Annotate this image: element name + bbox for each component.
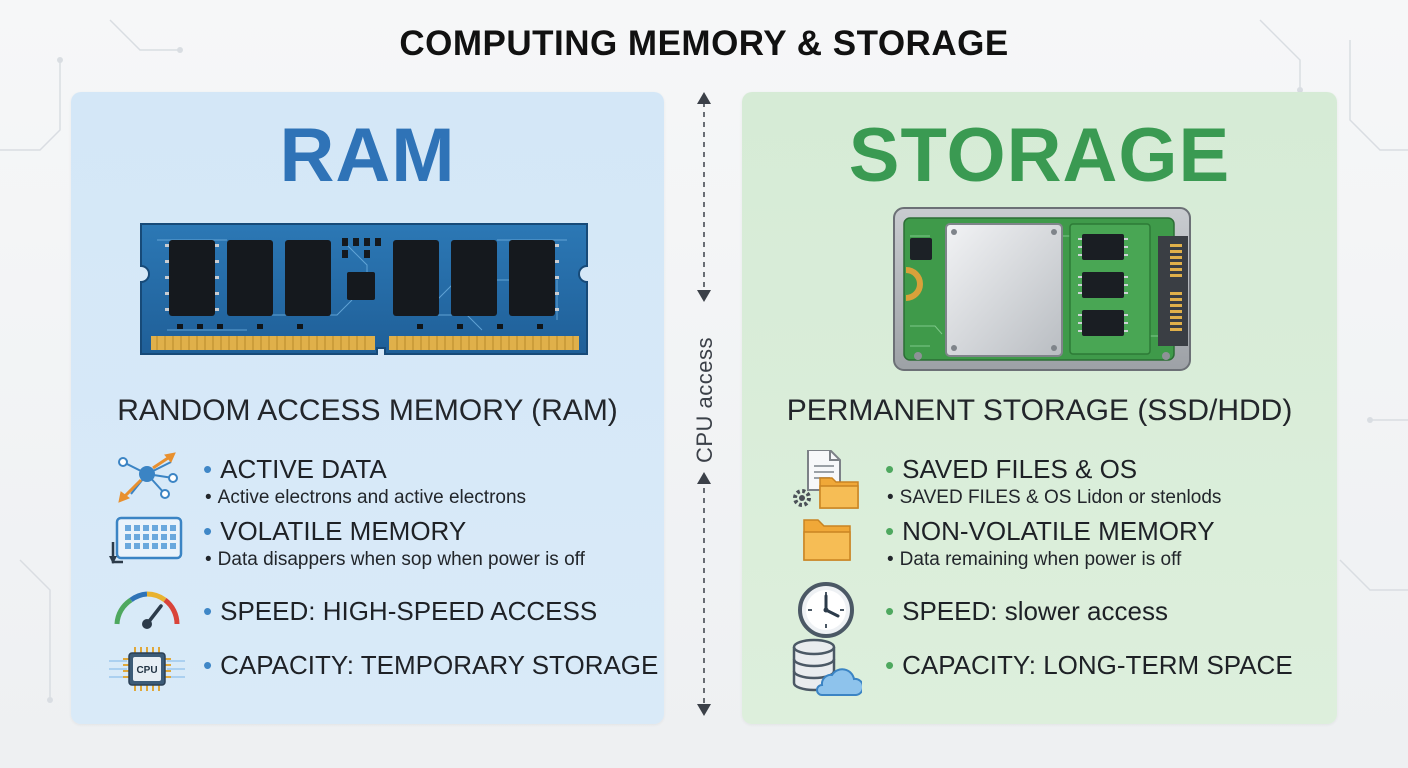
ram-feature-heading: VOLATILE MEMORY	[220, 516, 467, 546]
ram-feature-heading: ACTIVE DATA	[220, 454, 387, 484]
storage-subtitle: PERMANENT STORAGE (SSD/HDD)	[786, 394, 1293, 427]
storage-feature-saved-files: •SAVED FILES & OS •SAVED FILES & OS Lido…	[742, 450, 1337, 510]
ram-feature-capacity: CPU •CAPACITY: TEMPORARY STORAGE	[71, 642, 664, 698]
clock-icon	[798, 582, 854, 638]
storage-feature-detail: SAVED FILES & OS Lidon or stenlods	[899, 487, 1222, 508]
page-title: COMPUTING MEMORY & STORAGE	[399, 24, 1009, 63]
ram-feature-speed: •SPEED: HIGH-SPEED ACCESS	[71, 588, 664, 644]
folder-icon	[803, 519, 851, 561]
document-folder-gear-icon	[793, 450, 859, 509]
storage-feature-heading: NON-VOLATILE MEMORY	[902, 516, 1215, 546]
ram-feature-detail: Active electrons and active electrons	[217, 487, 527, 508]
axis-label: CPU access	[692, 336, 717, 464]
storage-title: STORAGE	[848, 113, 1231, 198]
database-cloud-icon	[792, 638, 862, 696]
ssd-drive-illustration	[893, 207, 1191, 371]
storage-feature-heading: SPEED: slower access	[902, 596, 1168, 626]
ram-feature-detail: Data disappers when sop when power is of…	[217, 549, 585, 570]
ram-feature-active-data: •ACTIVE DATA •Active electrons and activ…	[71, 452, 664, 510]
storage-feature-heading: CAPACITY: LONG-TERM SPACE	[902, 650, 1293, 680]
ram-panel: RAM	[71, 92, 664, 724]
ram-feature-volatile-memory: •VOLATILE MEMORY •Data disappers when so…	[71, 516, 664, 572]
ram-subtitle: RANDOM ACCESS MEMORY (RAM)	[117, 394, 618, 427]
cpu-chip-label: CPU	[136, 665, 157, 676]
ram-module-illustration	[140, 223, 588, 355]
speedometer-icon	[114, 591, 180, 629]
cpu-access-axis	[697, 92, 711, 716]
storage-feature-capacity: •CAPACITY: LONG-TERM SPACE	[742, 638, 1337, 698]
memory-grid-icon	[109, 516, 183, 564]
cpu-chip-icon: CPU	[109, 647, 185, 691]
ram-feature-heading: SPEED: HIGH-SPEED ACCESS	[220, 596, 598, 626]
ram-title: RAM	[279, 113, 456, 198]
storage-feature-non-volatile: •NON-VOLATILE MEMORY •Data remaining whe…	[742, 516, 1337, 572]
storage-feature-detail: Data remaining when power is off	[899, 549, 1182, 570]
ram-feature-heading: CAPACITY: TEMPORARY STORAGE	[220, 650, 659, 680]
storage-feature-heading: SAVED FILES & OS	[902, 454, 1138, 484]
storage-panel: STORAGE	[742, 92, 1337, 724]
storage-feature-speed: •SPEED: slower access	[742, 582, 1337, 638]
network-arrows-icon	[118, 452, 178, 503]
